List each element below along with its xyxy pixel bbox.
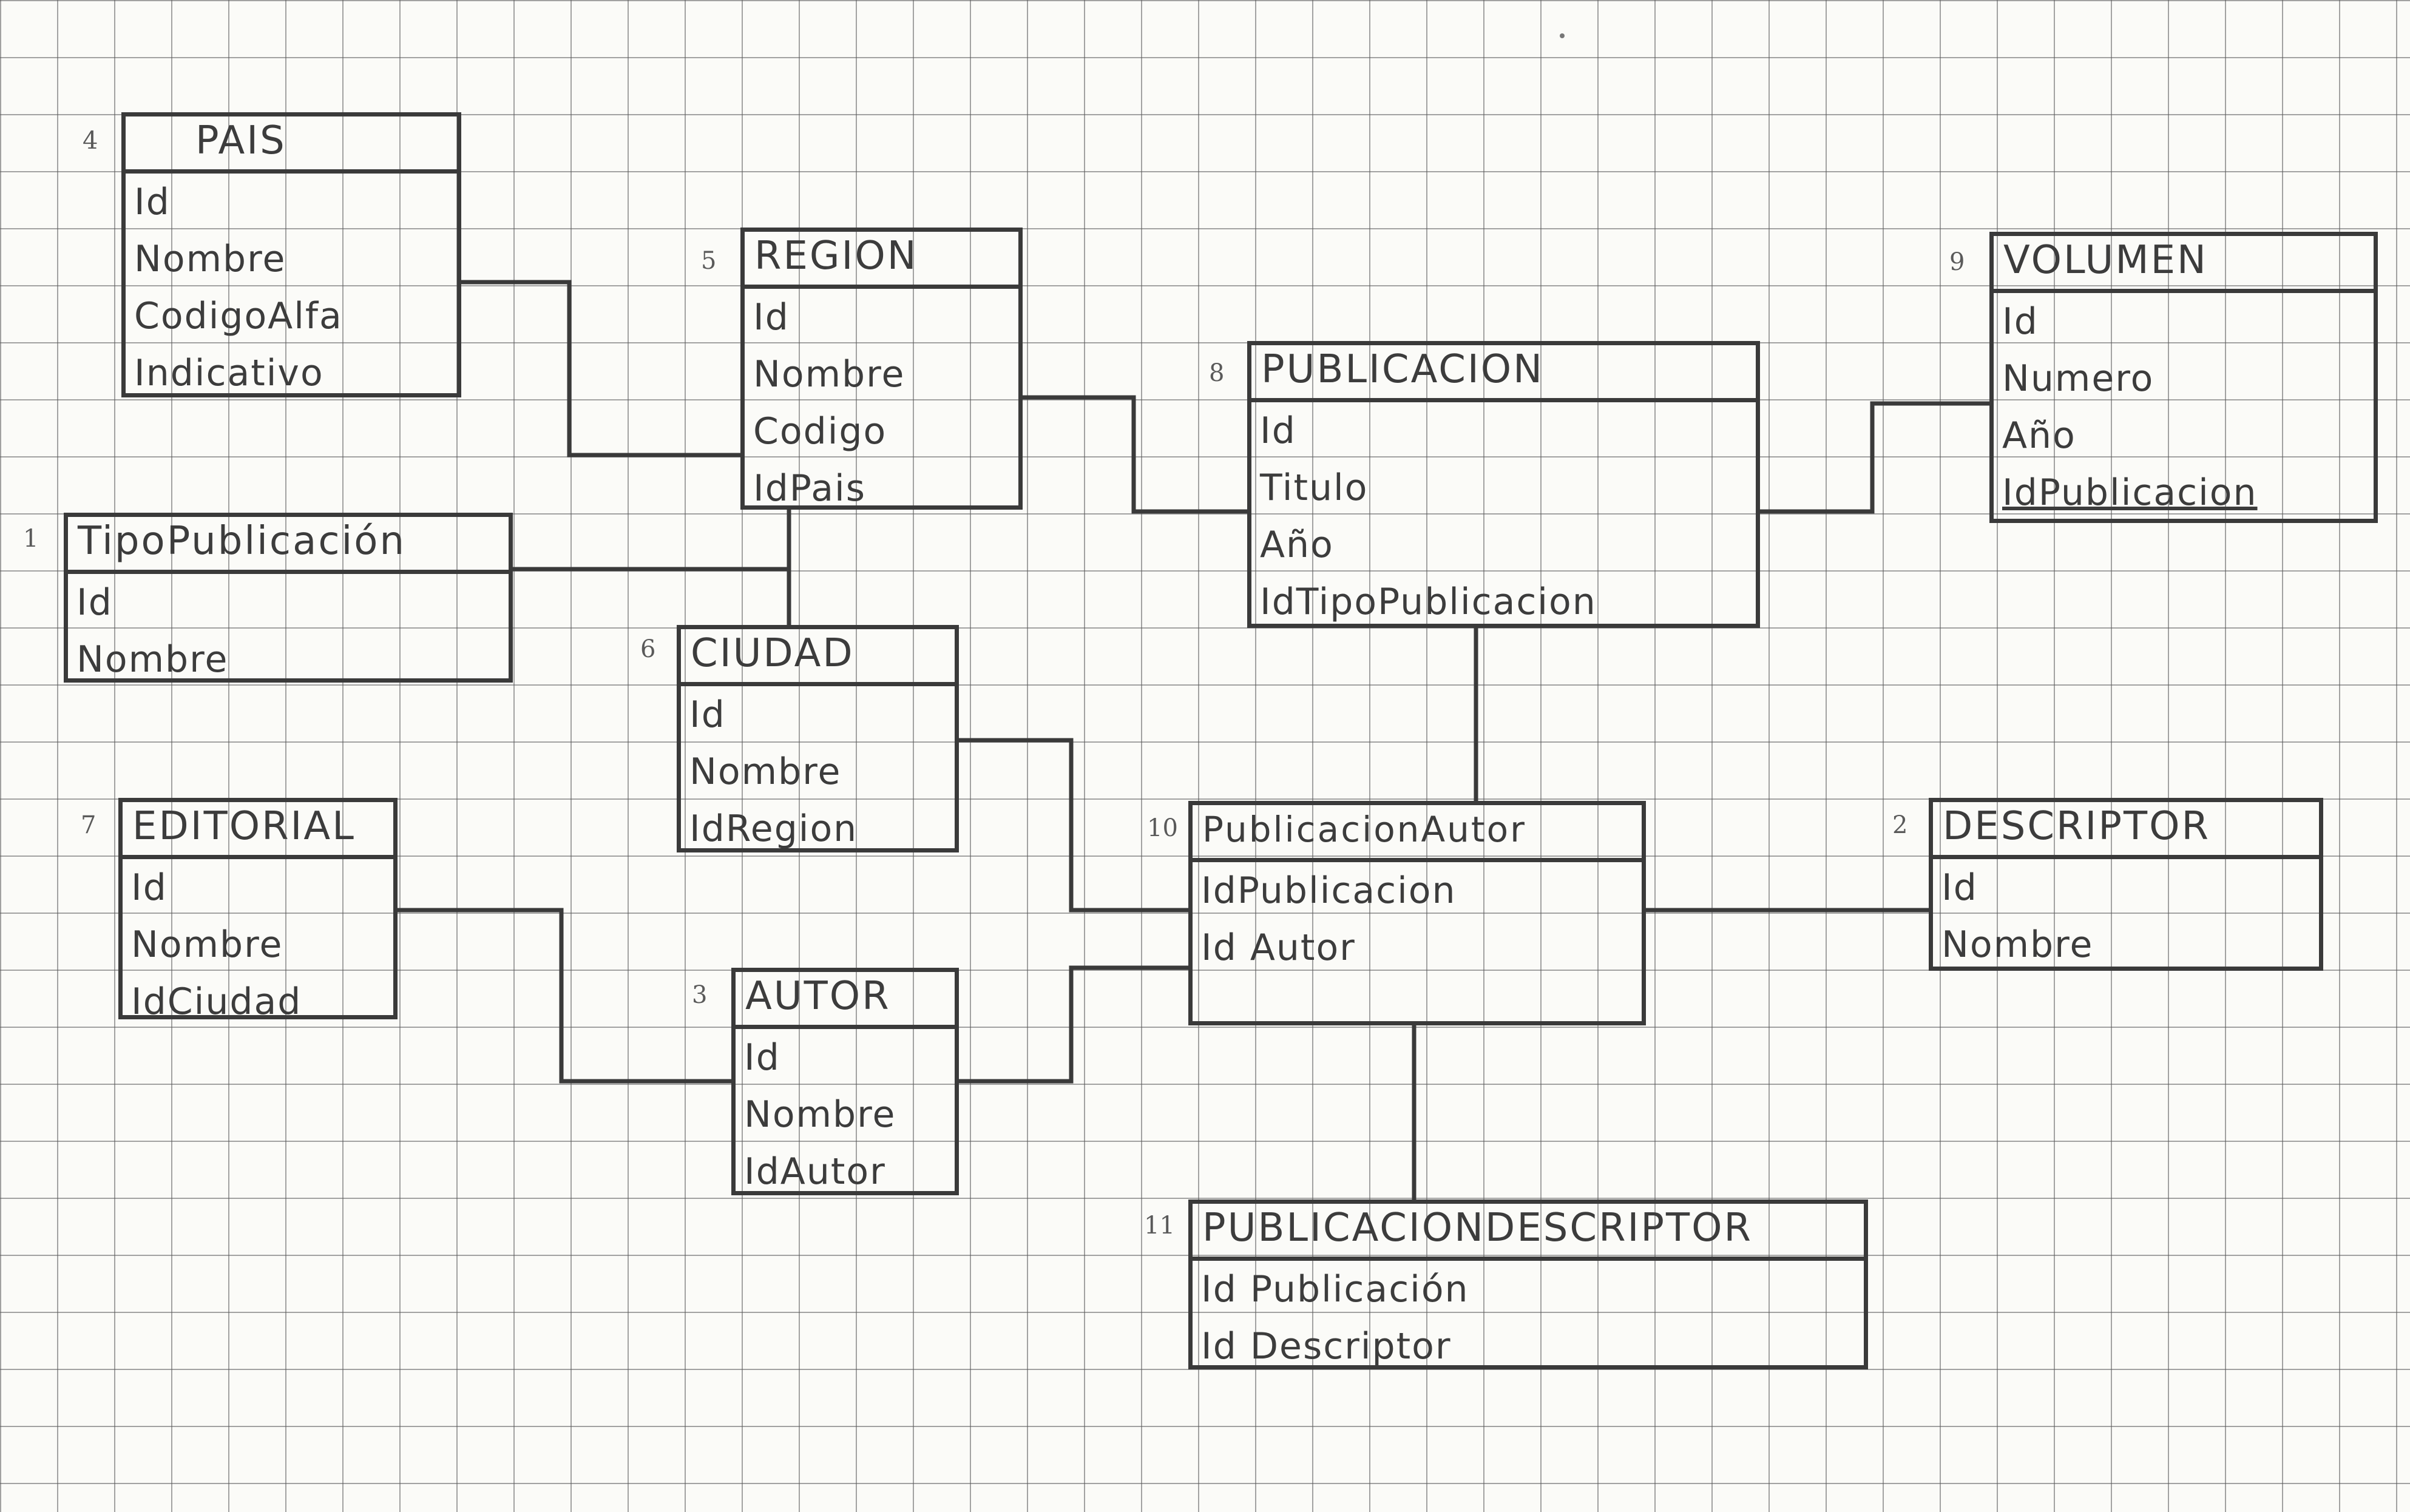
connector-publicacion-volumen (1760, 401, 1989, 514)
field-pais-id: Id (134, 181, 171, 223)
table-title-volumen: VOLUMEN (1994, 236, 2374, 293)
table-title-publicacionautor: PublicacionAutor (1193, 805, 1642, 862)
connector-ciudad-publicacionautor (959, 738, 1188, 913)
table-publicacionautor: PublicacionAutor IdPublicacion Id Autor (1188, 801, 1646, 1025)
field-region-codigo: Codigo (753, 410, 887, 453)
connector-pais-region (461, 280, 740, 457)
field-publicaciondescriptor-idpublicacion: Id Publicación (1201, 1268, 1469, 1311)
table-title-pais: PAIS (126, 116, 457, 174)
field-editorial-id: Id (131, 866, 168, 909)
table-title-autor: AUTOR (736, 972, 955, 1029)
field-editorial-idciudad: IdCiudad (131, 980, 302, 1023)
field-pais-codigoalfa: CodigoAlfa (134, 295, 343, 337)
field-region-id: Id (753, 296, 790, 339)
field-descriptor-id: Id (1941, 866, 1978, 909)
pencil-mark (1560, 33, 1565, 38)
field-ciudad-id: Id (689, 694, 726, 736)
field-pais-nombre: Nombre (134, 238, 286, 280)
field-descriptor-nombre: Nombre (1941, 923, 2094, 966)
table-publicaciondescriptor: PUBLICACIONDESCRIPTOR Id Publicación Id … (1188, 1200, 1868, 1369)
table-number-editorial: 7 (81, 811, 96, 839)
table-tipopublicacion: TipoPublicación Id Nombre (64, 513, 513, 683)
table-number-publicacionautor: 10 (1147, 814, 1178, 842)
table-number-autor: 3 (692, 981, 708, 1009)
table-region: REGION Id Nombre Codigo IdPais (740, 228, 1023, 510)
table-title-publicaciondescriptor: PUBLICACIONDESCRIPTOR (1193, 1204, 1864, 1261)
table-number-pais: 4 (83, 127, 98, 155)
table-publicacion: PUBLICACION Id Titulo Año IdTipoPublicac… (1247, 341, 1760, 628)
field-autor-nombre: Nombre (744, 1093, 896, 1136)
field-pais-indicativo: Indicativo (134, 352, 324, 394)
table-number-ciudad: 6 (640, 635, 656, 663)
field-volumen-idpublicacion: IdPublicacion (2002, 471, 2258, 514)
field-tipopublicacion-nombre: Nombre (76, 638, 229, 681)
field-region-nombre: Nombre (753, 353, 905, 396)
field-publicacionautor-idautor: Id Autor (1201, 926, 1356, 969)
field-autor-idautor: IdAutor (744, 1150, 886, 1193)
table-title-region: REGION (745, 232, 1018, 289)
table-number-tipopublicacion: 1 (23, 525, 39, 553)
field-ciudad-nombre: Nombre (689, 751, 842, 793)
table-title-ciudad: CIUDAD (681, 629, 955, 686)
field-autor-id: Id (744, 1036, 780, 1079)
field-publicacionautor-idpublicacion: IdPublicacion (1201, 869, 1457, 912)
field-editorial-nombre: Nombre (131, 923, 283, 966)
connector-autor-publicacionautor (959, 965, 1188, 1084)
table-number-region: 5 (701, 247, 717, 275)
connector-editorial-autor (398, 908, 731, 1084)
connector-tipopublicacion-region (513, 510, 791, 572)
field-volumen-id: Id (2002, 300, 2039, 343)
field-region-idpais: IdPais (753, 467, 866, 510)
field-publicaciondescriptor-iddescriptor: Id Descriptor (1201, 1325, 1452, 1368)
table-title-descriptor: DESCRIPTOR (1933, 802, 2319, 859)
table-autor: AUTOR Id Nombre IdAutor (731, 968, 959, 1195)
table-title-publicacion: PUBLICACION (1251, 345, 1756, 402)
table-editorial: EDITORIAL Id Nombre IdCiudad (118, 798, 398, 1023)
table-title-tipopublicacion: TipoPublicación (68, 517, 509, 574)
field-publicacion-id: Id (1260, 410, 1296, 452)
table-number-descriptor: 2 (1892, 811, 1908, 839)
field-volumen-ano: Año (2002, 414, 2076, 457)
table-volumen: VOLUMEN Id Numero Año IdPublicacion (1989, 232, 2378, 523)
field-publicacion-idtipopublicacion: IdTipoPublicacion (1260, 581, 1597, 623)
table-number-publicaciondescriptor: 11 (1144, 1212, 1175, 1240)
connector-region-publicacion (1023, 395, 1247, 514)
field-ciudad-idregion: IdRegion (689, 808, 858, 850)
field-volumen-numero: Numero (2002, 357, 2154, 400)
field-tipopublicacion-id: Id (76, 581, 113, 624)
table-title-editorial: EDITORIAL (123, 802, 393, 859)
table-number-volumen: 9 (1949, 248, 1965, 276)
field-publicacion-ano: Año (1260, 524, 1334, 566)
field-publicacion-titulo: Titulo (1260, 467, 1369, 509)
table-descriptor: DESCRIPTOR Id Nombre (1929, 798, 2323, 971)
table-ciudad: CIUDAD Id Nombre IdRegion (677, 625, 959, 852)
table-pais: PAIS Id Nombre CodigoAlfa Indicativo (121, 112, 461, 397)
table-number-publicacion: 8 (1209, 359, 1225, 387)
